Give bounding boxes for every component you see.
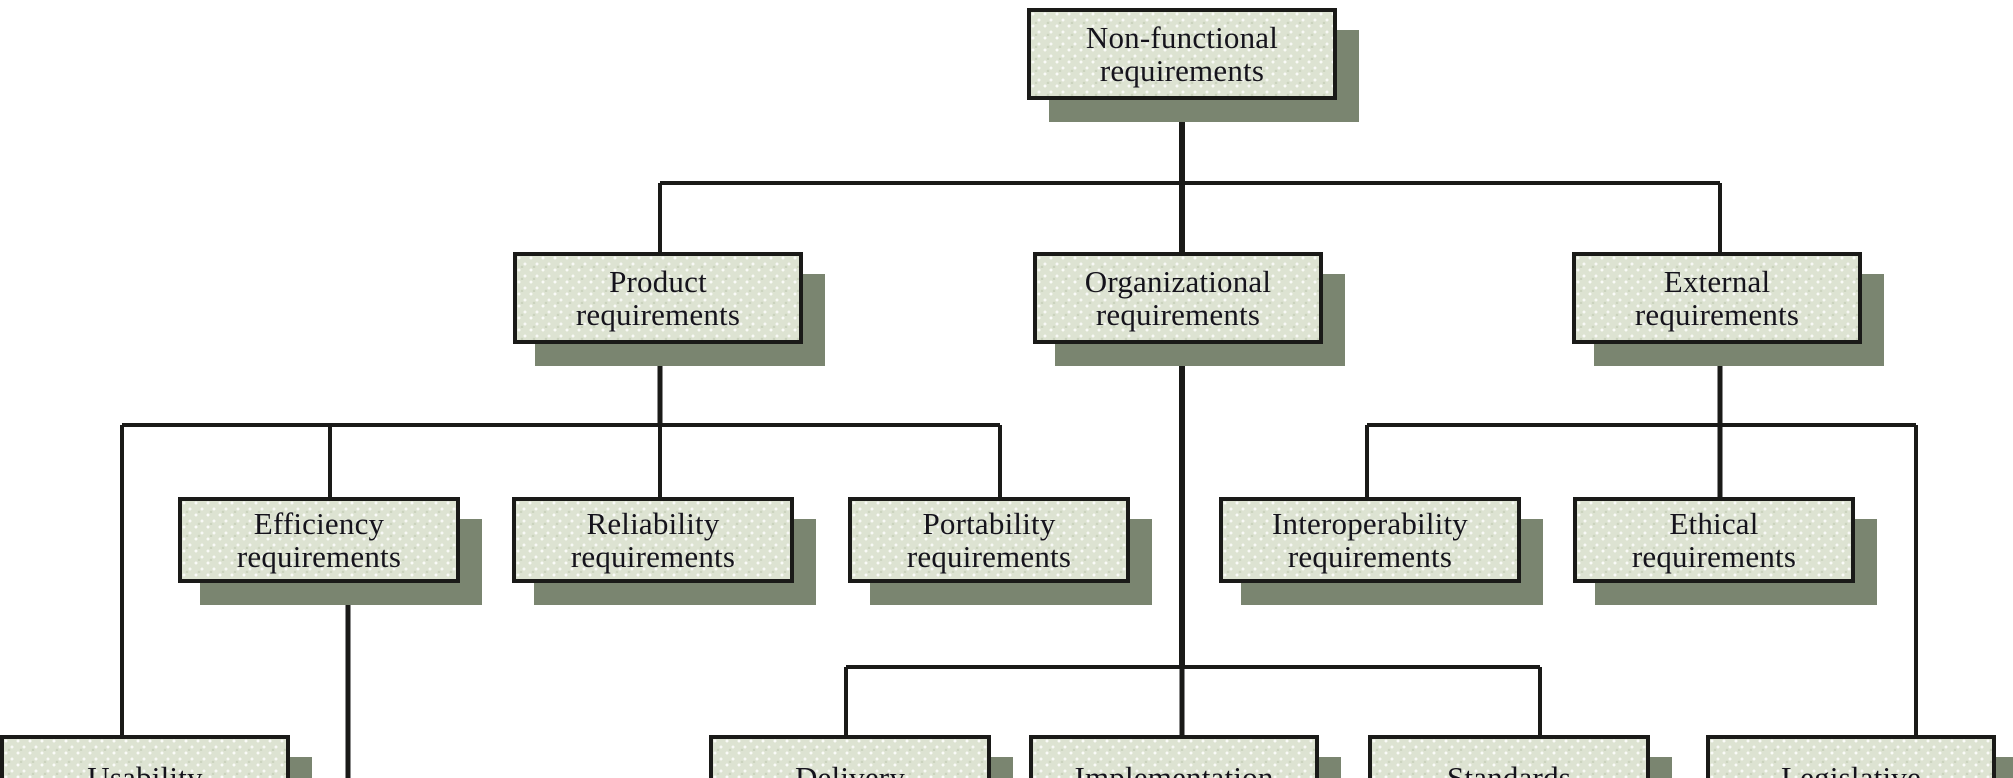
- node-label: Portability requirements: [906, 505, 1072, 574]
- node-organizational-requirements[interactable]: Organizational requirements: [1033, 252, 1323, 344]
- node-standards[interactable]: Standards: [1368, 735, 1650, 778]
- node-label: Non-functional requirements: [1085, 19, 1279, 88]
- node-implementation[interactable]: Implementation: [1029, 735, 1319, 778]
- node-non-functional-requirements[interactable]: Non-functional requirements: [1027, 8, 1337, 100]
- node-delivery[interactable]: Delivery: [709, 735, 991, 778]
- node-efficiency-requirements[interactable]: Efficiency requirements: [178, 497, 460, 583]
- node-usability[interactable]: Usability: [0, 735, 290, 778]
- node-label: Legislative: [1781, 760, 1921, 778]
- node-label: Usability: [87, 760, 203, 778]
- node-label: Efficiency requirements: [236, 505, 402, 574]
- node-legislative[interactable]: Legislative: [1706, 735, 1996, 778]
- node-label: Implementation: [1074, 760, 1274, 778]
- node-label: Standards: [1446, 760, 1572, 778]
- node-label: Organizational requirements: [1084, 263, 1272, 332]
- node-portability-requirements[interactable]: Portability requirements: [848, 497, 1130, 583]
- node-interoperability-requirements[interactable]: Interoperability requirements: [1219, 497, 1521, 583]
- node-ethical-requirements[interactable]: Ethical requirements: [1573, 497, 1855, 583]
- node-reliability-requirements[interactable]: Reliability requirements: [512, 497, 794, 583]
- node-product-requirements[interactable]: Product requirements: [513, 252, 803, 344]
- node-label: Ethical requirements: [1631, 505, 1797, 574]
- node-external-requirements[interactable]: External requirements: [1572, 252, 1862, 344]
- node-label: Interoperability requirements: [1271, 505, 1468, 574]
- node-label: External requirements: [1634, 263, 1800, 332]
- node-label: Product requirements: [575, 263, 741, 332]
- node-label: Reliability requirements: [570, 505, 736, 574]
- node-label: Delivery: [794, 760, 906, 778]
